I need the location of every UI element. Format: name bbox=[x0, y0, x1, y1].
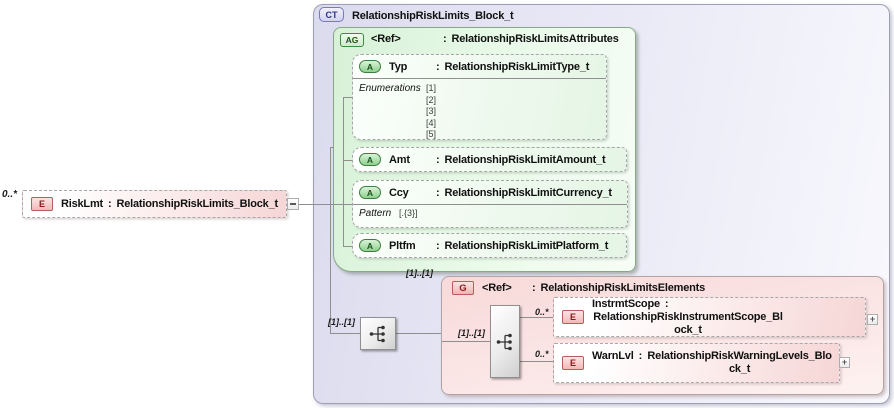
collapse-toggle-icon[interactable] bbox=[287, 198, 299, 210]
attribute-group-title: <Ref>: RelationshipRiskLimitsAttributes bbox=[371, 33, 619, 45]
occurrence-label: 0..* bbox=[535, 307, 549, 317]
attribute-type: RelationshipRiskLimitAmount_t bbox=[444, 153, 606, 166]
sequence-icon[interactable] bbox=[490, 305, 520, 378]
facet-values: [1] [2] [3] [4] [5] bbox=[426, 83, 436, 141]
colon-separator: : bbox=[443, 33, 447, 45]
colon-separator: : bbox=[532, 282, 536, 294]
element-badge: E bbox=[562, 310, 584, 324]
facet-label: Pattern bbox=[359, 208, 392, 219]
connector-line bbox=[343, 246, 352, 247]
minus-icon bbox=[290, 203, 296, 205]
connector-line bbox=[330, 147, 334, 148]
attribute-name: Typ bbox=[389, 60, 408, 73]
occurrence-label: 0..* bbox=[2, 189, 18, 200]
attribute-box-typ[interactable]: A Typ : RelationshipRiskLimitType_t Enum… bbox=[352, 54, 607, 140]
element-box-instrmtscope[interactable]: E InstrmtScope:RelationshipRiskInstrumen… bbox=[553, 297, 866, 337]
expand-toggle-icon[interactable]: + bbox=[867, 314, 878, 325]
facet-value: [1] bbox=[426, 83, 437, 93]
attribute-name: Pltfm bbox=[389, 239, 416, 252]
connector-line bbox=[343, 97, 344, 247]
facet-label: Enumerations bbox=[359, 83, 421, 94]
occurrence-label: 0..* bbox=[535, 349, 549, 359]
attribute-group-badge: AG bbox=[340, 33, 364, 47]
colon-separator: : bbox=[436, 153, 440, 166]
connector-line bbox=[442, 341, 490, 342]
connector-line bbox=[330, 147, 331, 334]
facet-value: [2] bbox=[426, 94, 437, 105]
connector-line bbox=[520, 361, 553, 362]
attribute-badge: A bbox=[359, 153, 381, 166]
facet-value: [5] bbox=[426, 129, 437, 139]
element-label: RiskLmt: RelationshipRiskLimits_Block_t bbox=[61, 198, 278, 211]
connector-line bbox=[343, 97, 352, 98]
sequence-glyph bbox=[369, 325, 385, 342]
colon-separator: : bbox=[638, 350, 643, 362]
attribute-badge: A bbox=[359, 60, 381, 73]
element-name: RiskLmt bbox=[61, 197, 103, 210]
occurrence-label: [1]..[1] bbox=[458, 328, 485, 338]
attribute-box-ccy[interactable]: A Ccy : RelationshipRiskLimitCurrency_t … bbox=[352, 180, 628, 228]
element-group-ref: <Ref> bbox=[482, 282, 512, 294]
connector-line bbox=[396, 333, 441, 334]
colon-separator: : bbox=[664, 297, 669, 310]
attribute-box-amt[interactable]: A Amt : RelationshipRiskLimitAmount_t bbox=[352, 147, 627, 172]
element-badge: E bbox=[562, 356, 584, 370]
attribute-type: RelationshipRiskLimitType_t bbox=[444, 60, 590, 73]
facet-value: [.{3}] bbox=[399, 208, 418, 218]
attribute-name: Ccy bbox=[389, 186, 409, 199]
facet-value: [4] bbox=[426, 117, 437, 128]
element-label: InstrmtScope:RelationshipRiskInstrumentS… bbox=[592, 298, 865, 337]
element-type: RelationshipRiskLimits_Block_t bbox=[116, 197, 278, 210]
element-group-type: RelationshipRiskLimitsElements bbox=[540, 282, 706, 294]
element-name: WarnLvl bbox=[592, 350, 634, 362]
occurrence-label: [1]..[1] bbox=[406, 268, 433, 278]
element-name: InstrmtScope bbox=[592, 297, 660, 310]
colon-separator: : bbox=[436, 60, 440, 73]
facet-value: [3] bbox=[426, 106, 437, 116]
connector-line bbox=[520, 317, 553, 318]
attribute-group-type: RelationshipRiskLimitsAttributes bbox=[451, 33, 619, 45]
attribute-badge: A bbox=[359, 186, 381, 199]
element-group-title: <Ref>: RelationshipRiskLimitsElements bbox=[482, 282, 705, 294]
attribute-group-ref: <Ref> bbox=[371, 33, 401, 45]
colon-separator: : bbox=[436, 239, 440, 252]
attribute-badge: A bbox=[359, 239, 381, 252]
element-type: RelationshipRiskInstrumentScope_Block_t bbox=[593, 310, 783, 336]
expand-toggle-icon[interactable]: + bbox=[839, 357, 850, 368]
connector-line bbox=[330, 333, 360, 334]
element-group-badge: G bbox=[452, 281, 474, 295]
element-box-risklmt[interactable]: E RiskLmt: RelationshipRiskLimits_Block_t bbox=[22, 190, 287, 218]
element-type: RelationshipRiskWarningLevels_Block_t bbox=[647, 350, 832, 375]
attribute-name: Amt bbox=[389, 153, 410, 166]
element-box-warnlvl[interactable]: E WarnLvl: RelationshipRiskWarningLevels_… bbox=[553, 343, 840, 383]
complex-type-title: RelationshipRiskLimits_Block_t bbox=[352, 10, 514, 22]
connector-line bbox=[343, 160, 352, 161]
element-badge: E bbox=[31, 197, 53, 211]
facet-values: [.{3}] bbox=[399, 208, 418, 220]
sequence-icon[interactable] bbox=[360, 317, 396, 350]
colon-separator: : bbox=[108, 197, 112, 210]
complex-type-badge: CT bbox=[319, 7, 344, 22]
colon-separator: : bbox=[436, 186, 440, 199]
attribute-type: RelationshipRiskLimitPlatform_t bbox=[444, 239, 609, 252]
connector-line bbox=[299, 204, 352, 205]
sequence-glyph bbox=[496, 333, 512, 350]
element-label: WarnLvl: RelationshipRiskWarningLevels_Bl… bbox=[592, 350, 832, 376]
attribute-box-pltfm[interactable]: A Pltfm : RelationshipRiskLimitPlatform_… bbox=[352, 233, 627, 258]
occurrence-label: [1]..[1] bbox=[328, 317, 355, 327]
attribute-type: RelationshipRiskLimitCurrency_t bbox=[444, 186, 612, 199]
